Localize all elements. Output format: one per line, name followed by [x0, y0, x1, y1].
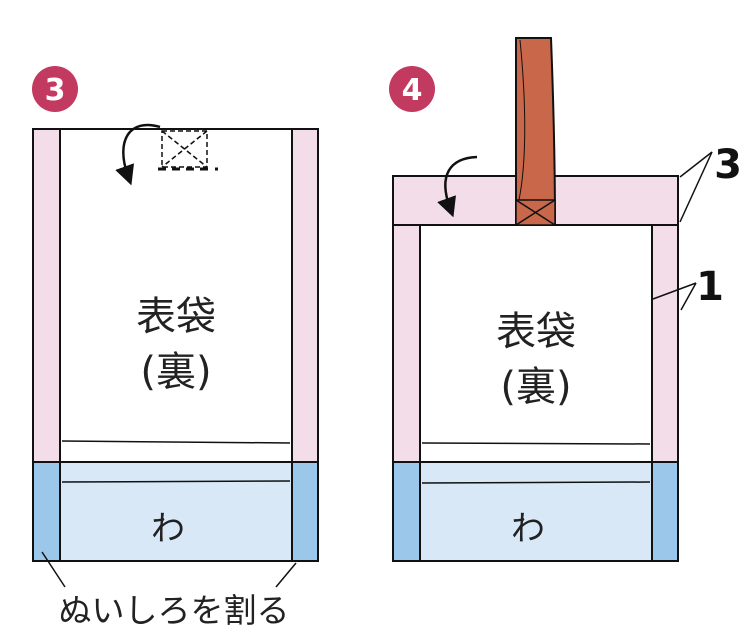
step-4-panel: 4 表袋 (裏) わ [389, 37, 742, 562]
fold-label: わ [511, 509, 545, 549]
fold-arrow-icon [115, 123, 161, 186]
callout-leader-lines [652, 151, 713, 311]
seam-caption: ぬいしろを割る [59, 591, 290, 630]
svg-text:4: 4 [402, 73, 423, 108]
step-4-badge: 4 [389, 66, 435, 112]
outer-bag-label: 表袋 [136, 294, 216, 340]
handle-strap [515, 37, 557, 226]
callout-step-1: 1 [696, 264, 724, 310]
left-bottom-seam [33, 462, 60, 561]
svg-text:3: 3 [45, 73, 66, 108]
step-3-panel: 3 表袋 (裏) わ [32, 66, 319, 630]
outer-bag-body [33, 129, 318, 462]
outer-bag-label: 表袋 [496, 309, 576, 355]
right-bottom-seam [292, 462, 318, 561]
left-seam-allowance [33, 129, 60, 462]
right-bottom-seam [652, 462, 678, 561]
fold-arrow-icon [437, 155, 478, 218]
right-seam-allowance [292, 129, 318, 462]
outer-bag-body [393, 225, 678, 462]
caption-leader-lines [41, 551, 297, 588]
bottom-fold-area [60, 462, 292, 561]
bottom-fold-area [420, 462, 652, 561]
fold-label: わ [151, 509, 185, 549]
left-seam-allowance [393, 225, 420, 462]
step-3-badge: 3 [32, 66, 78, 112]
handle-placement-mark [158, 130, 218, 171]
left-bottom-seam [393, 462, 420, 561]
outer-bag-reverse-label: (裏) [500, 364, 571, 410]
right-seam-allowance [652, 225, 678, 462]
outer-bag-reverse-label: (裏) [140, 349, 211, 395]
callout-step-3: 3 [714, 142, 742, 188]
